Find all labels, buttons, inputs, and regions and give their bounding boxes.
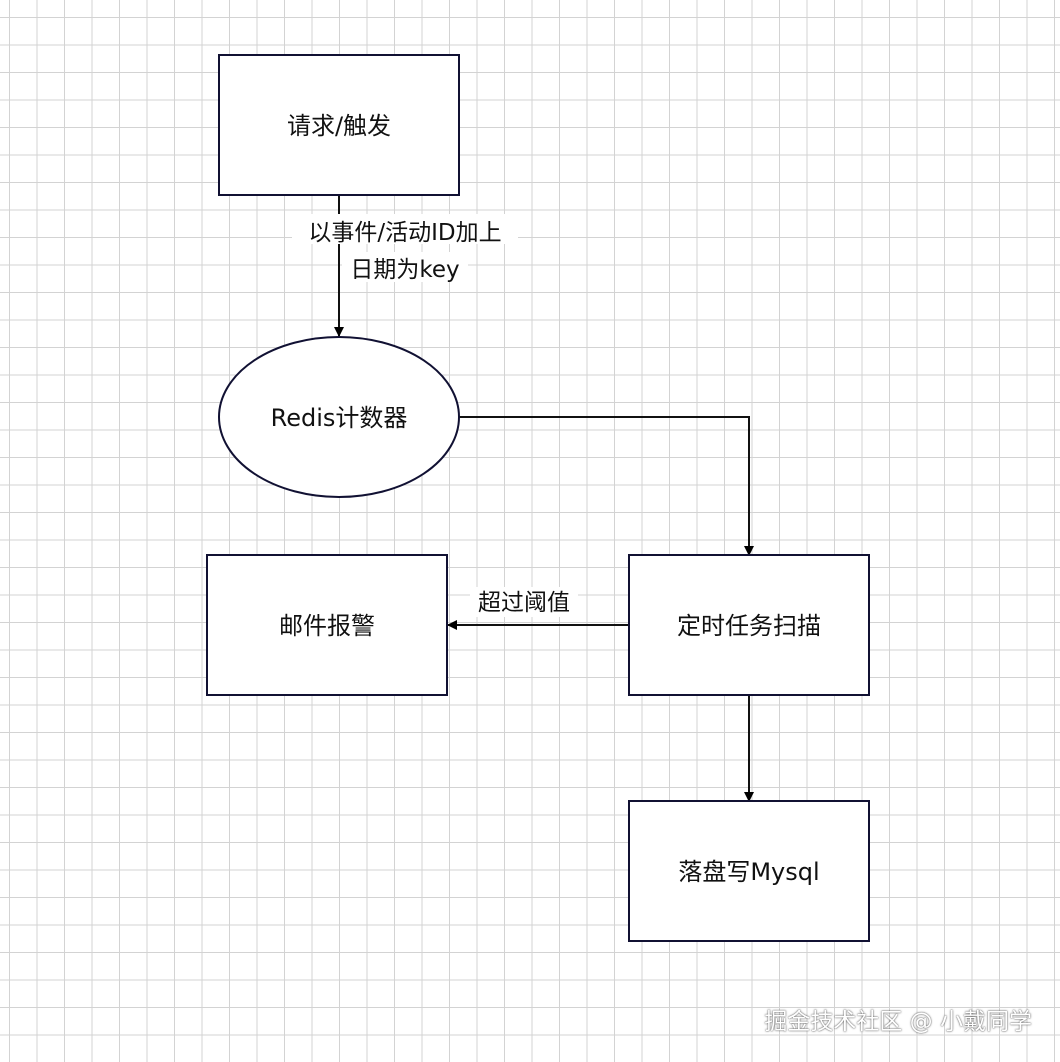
edge-label-scan-to-email: 超过阈值 [478,590,570,616]
node-write-mysql[interactable]: 落盘写Mysql [628,800,870,942]
node-email-alarm-label: 邮件报警 [279,612,375,640]
edge-label-request-to-redis-line2: 日期为key [350,257,459,283]
edge-redis-to-scan [459,416,754,556]
node-scheduled-scan-label: 定时任务扫描 [677,612,821,640]
watermark: 掘金技术社区 @ 小戴同学 [764,1009,1032,1035]
edge-label-request-to-redis-line1: 以事件/活动ID加上 [308,220,501,246]
node-write-mysql-label: 落盘写Mysql [678,858,819,886]
node-redis-counter[interactable]: Redis计数器 [218,336,460,498]
node-request-label: 请求/触发 [287,112,391,140]
node-request[interactable]: 请求/触发 [218,54,460,196]
node-email-alarm[interactable]: 邮件报警 [206,554,448,696]
node-scheduled-scan[interactable]: 定时任务扫描 [628,554,870,696]
node-redis-counter-label: Redis计数器 [271,404,408,432]
